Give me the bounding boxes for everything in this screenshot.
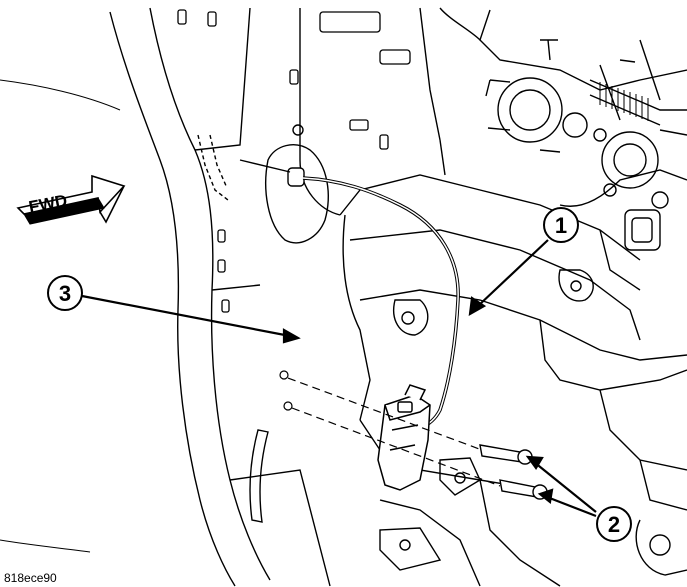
forward-direction-arrow: FWD (16, 174, 126, 225)
panel-holes (177, 9, 411, 313)
mechanism-hatching (599, 82, 649, 121)
callout-3: 3 (47, 275, 83, 311)
door-latch-assembly (377, 384, 431, 491)
callout-2-label: 2 (608, 512, 620, 537)
cable-grommet (197, 124, 329, 244)
bolt-alignment-lines (287, 377, 501, 487)
callout-1: 1 (543, 207, 579, 243)
callout-1-label: 1 (555, 213, 567, 238)
door-bolt-holes (279, 370, 293, 411)
latch-cable (239, 159, 460, 430)
upper-right-mechanism (485, 39, 687, 251)
figure-code: 818ece90 (4, 571, 57, 585)
lower-panel-features (249, 269, 687, 576)
callout-3-label: 3 (59, 281, 71, 306)
door-panel-outline (0, 7, 331, 587)
callout-leaders (81, 239, 597, 518)
callout-2: 2 (596, 506, 632, 542)
